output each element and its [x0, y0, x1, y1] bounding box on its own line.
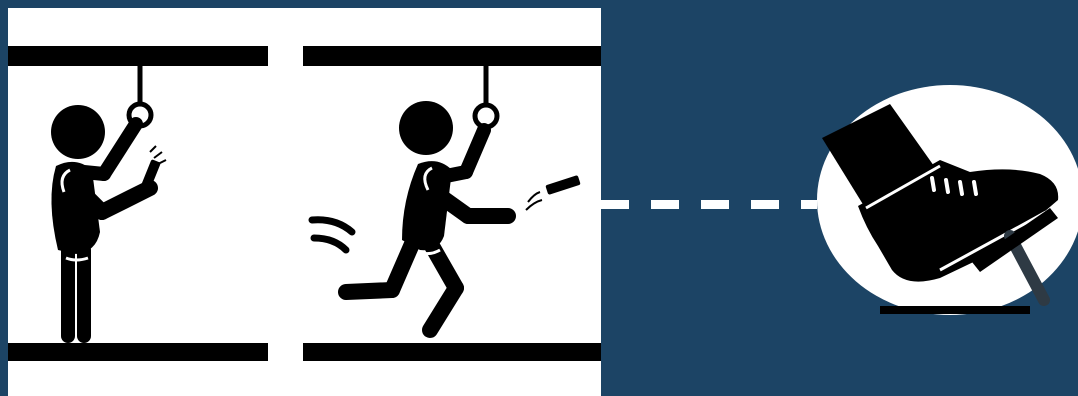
- panel-1-floor-rail: [8, 343, 268, 361]
- panel-2-top-rail: [303, 46, 601, 66]
- dashed-line-connector: [601, 200, 817, 209]
- panel-1-top-rail: [8, 46, 268, 66]
- panel-2-floor-rail: [303, 343, 601, 361]
- brake-pedal-detail: [817, 85, 1078, 315]
